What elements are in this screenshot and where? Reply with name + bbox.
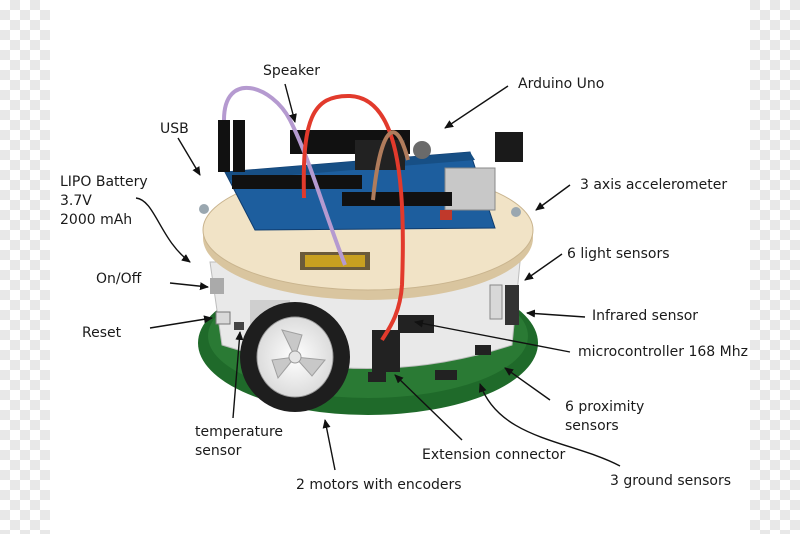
speaker-label: Speaker — [263, 63, 320, 79]
lipo-battery-line-1: LIPO Battery — [60, 174, 148, 190]
light-sensors-arrow — [524, 253, 563, 281]
proximity-sensors-label: 6 proximity sensors — [565, 398, 644, 436]
ground-sensors-label: 3 ground sensors — [610, 473, 732, 489]
motors-label: 2 motors with encoders — [296, 477, 462, 493]
diagram-canvas: Speaker Arduino Uno USB LIPO Battery 3.7… — [50, 0, 750, 534]
red-wire — [301, 93, 405, 342]
usb-arrow — [177, 137, 201, 176]
proximity-sensor-part — [475, 345, 491, 355]
lipo-battery-line-3: 2000 mAh — [60, 212, 133, 228]
accelerometer-arrow — [535, 184, 571, 211]
robot-diagram — [135, 83, 621, 471]
temperature-sensor-label: temperature sensor — [195, 423, 283, 461]
proximity-sensors-arrow — [504, 367, 551, 401]
reset-arrow — [149, 315, 213, 329]
usb-label: USB — [160, 121, 189, 137]
extension-connector-label: Extension connector — [422, 447, 566, 463]
extension-connector-arrow — [394, 374, 463, 441]
on-off-label: On/Off — [96, 271, 142, 287]
temperature-sensor-line-2: sensor — [195, 443, 242, 459]
lipo-battery-line-2: 3.7V — [60, 193, 92, 209]
microcontroller-label: microcontroller 168 Mhz — [578, 344, 748, 360]
infrared-sensor-arrow — [526, 309, 586, 318]
arduino-uno-label: Arduino Uno — [518, 76, 605, 92]
accelerometer-label: 3 axis accelerometer — [580, 177, 728, 193]
motors-arrow — [322, 419, 336, 471]
infrared-sensor-part — [505, 285, 519, 325]
reset-label: Reset — [82, 325, 122, 341]
lipo-battery-label: LIPO Battery 3.7V 2000 mAh — [60, 173, 148, 230]
on-off-switch-part — [210, 278, 224, 294]
usb-port — [444, 167, 496, 211]
temperature-sensor-arrow — [232, 331, 244, 419]
light-sensors-label: 6 light sensors — [567, 246, 670, 262]
infrared-sensor-label: Infrared sensor — [592, 308, 699, 324]
temperature-sensor-line-1: temperature — [195, 424, 283, 440]
reset-button-part — [215, 311, 231, 325]
leader-arrows — [135, 83, 621, 471]
ground-sensors-arrow — [478, 383, 621, 467]
ground-sensor-part — [435, 370, 457, 380]
temperature-sensor-part — [234, 322, 244, 330]
proximity-sensors-line-1: 6 proximity — [565, 399, 645, 415]
on-off-arrow — [169, 282, 209, 291]
proximity-sensors-line-2: sensors — [565, 418, 619, 434]
light-sensor-part — [489, 284, 503, 320]
speaker-arrow — [284, 83, 297, 123]
brown-wire — [371, 130, 410, 201]
speaker-part — [413, 141, 431, 159]
lipo-battery-arrow — [135, 197, 191, 263]
arduino-uno-arrow — [444, 85, 509, 129]
microcontroller-arrow — [414, 319, 571, 353]
robot-illustration — [198, 86, 538, 415]
